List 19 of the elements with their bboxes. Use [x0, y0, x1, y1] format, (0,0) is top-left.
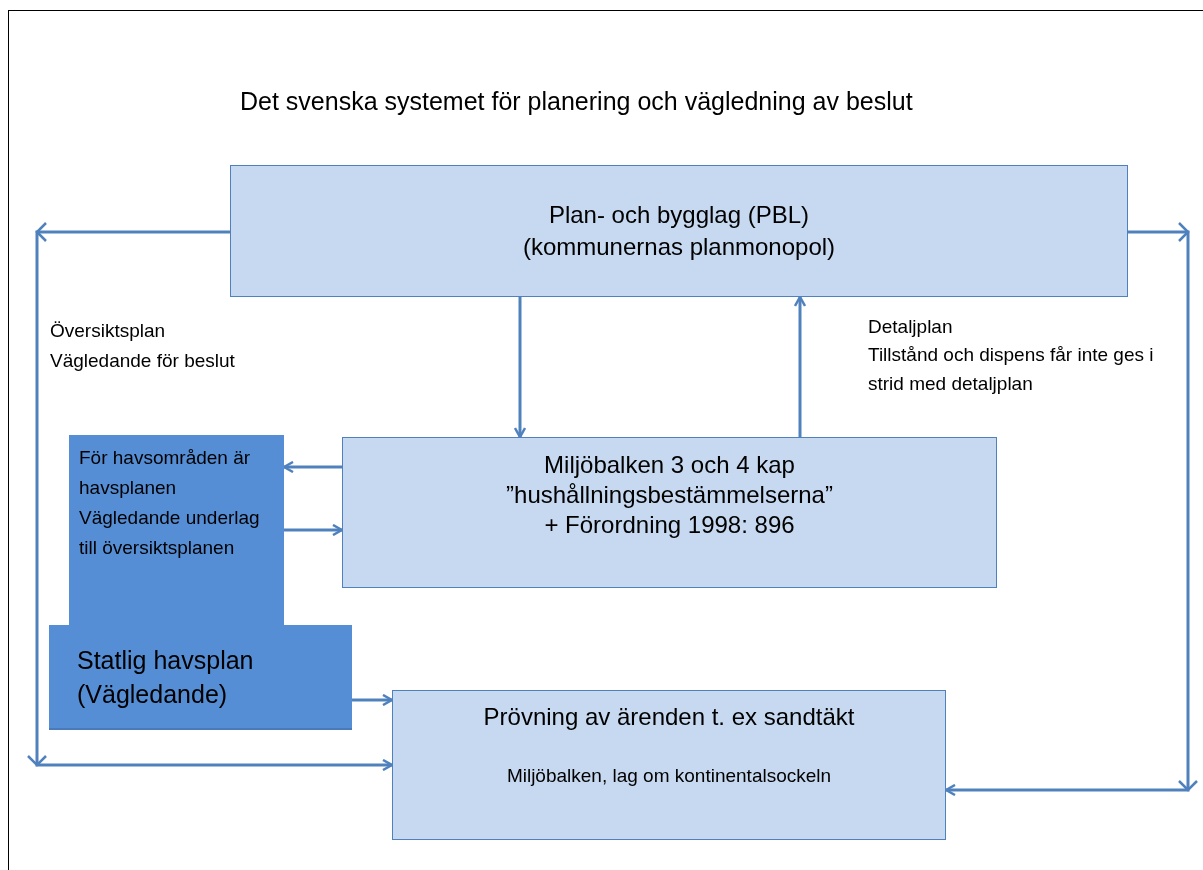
box-text: (kommunernas planmonopol) — [522, 232, 836, 262]
box-text: Plan- och bygglag (PBL) — [548, 200, 810, 230]
dark-box — [69, 435, 284, 625]
note-text: Detaljplan — [868, 315, 953, 339]
process-box — [230, 165, 1128, 297]
title: Det svenska systemet för planering och vägledning av beslut — [240, 86, 913, 117]
note-text: Översiktsplan — [50, 319, 166, 343]
box-text: Miljöbalken, lag om kontinentalsockeln — [506, 764, 832, 788]
box-text: Statlig havsplan (Vägledande) — [77, 644, 255, 710]
box-text: ”hushållningsbestämmelserna” — [506, 480, 833, 510]
note-text: Vägledande för beslut — [50, 349, 235, 373]
process-box — [342, 437, 997, 588]
process-box — [392, 690, 946, 840]
box-text: Miljöbalken 3 och 4 kap — [544, 450, 795, 480]
box-text: För havsområden är havsplanen Vägledande underlag till översiktsplanen — [79, 446, 261, 560]
box-text: Prövning av ärenden t. ex sandtäkt — [483, 702, 855, 732]
box-text: + Förordning 1998: 896 — [544, 510, 795, 540]
note-text: Tillstånd och dispens får inte ges i strid med detaljplan — [868, 343, 1155, 396]
dark-box — [49, 625, 352, 730]
